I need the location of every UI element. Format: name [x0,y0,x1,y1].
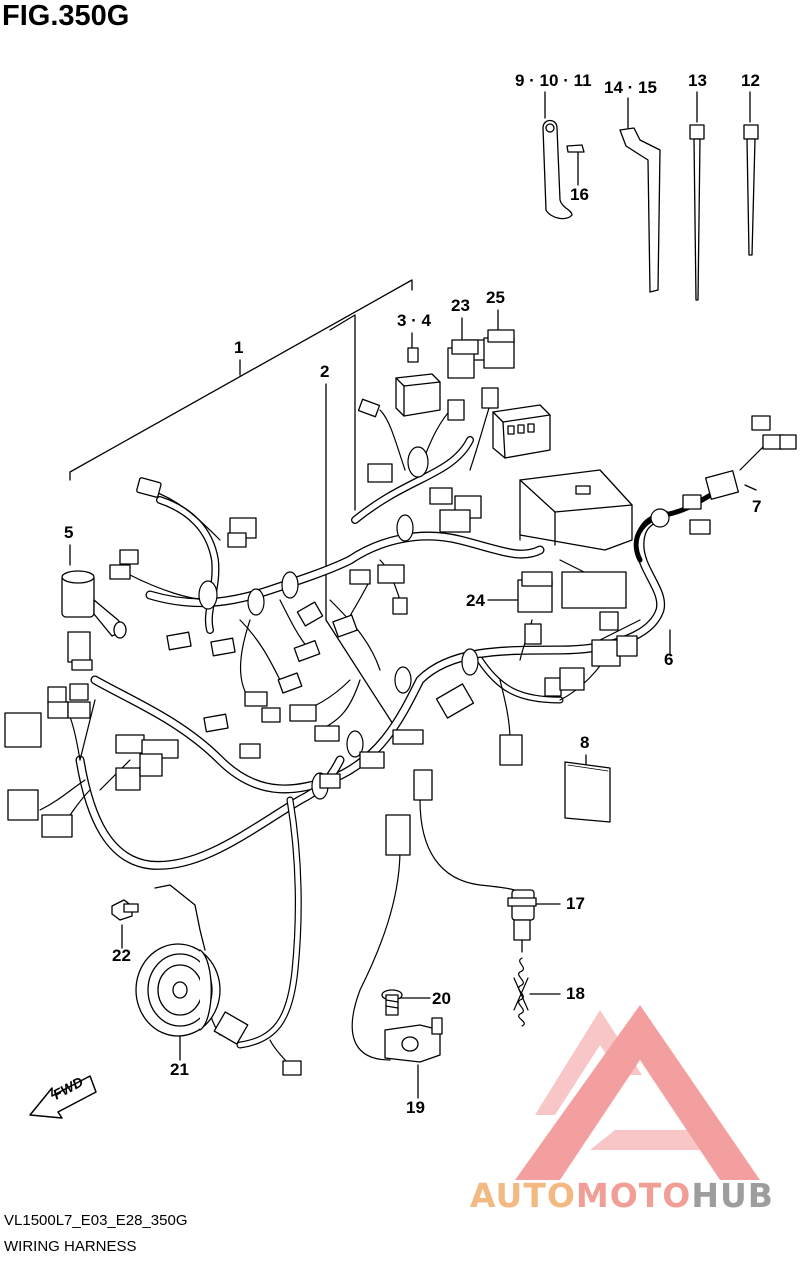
junction-block [492,404,551,459]
callout-7: 7 [752,497,762,516]
figure-title: FIG.350G [2,0,130,32]
callout-24: 24 [466,591,485,610]
callout-22: 22 [112,946,131,965]
fwd-arrow-icon [29,1075,97,1119]
callout-20: 20 [432,989,451,1008]
ecu-connector [519,469,633,551]
callout-18: 18 [566,984,585,1003]
horn-part-21 [135,884,221,1037]
switch-part-17 [507,889,537,953]
watermark-part-moto: MOTO [575,1176,692,1215]
callout-9-10-11: 9 · 10 · 11 [515,71,592,90]
watermark-part-auto: AUTO [470,1176,576,1215]
callout-21: 21 [170,1060,189,1079]
sheet-part-8 [564,761,611,823]
harness-tape-bands [198,446,670,800]
model-code: VL1500L7_E03_E28_350G [4,1212,188,1229]
callout-19: 19 [406,1098,425,1117]
relays [447,329,553,613]
sensor-part-19 [384,1017,443,1063]
callout-13: 13 [688,71,707,90]
callout-5: 5 [64,523,74,542]
main-harness-trunk [75,436,723,1049]
clamp-part-9-11 [542,119,585,220]
callout-8: 8 [580,733,590,752]
cable-ties [619,124,759,301]
callout-6: 6 [664,650,674,669]
watermark-logo-icon [515,1005,760,1180]
fuse-box [395,347,441,417]
watermark-part-hub: HUB [691,1176,774,1215]
spring-part-18 [513,957,529,1027]
callout-2: 2 [320,362,330,381]
bolt-part-20 [381,989,403,1016]
watermark-wordmark: AUTOMOTOHUB [470,1176,774,1215]
section-name: WIRING HARNESS [4,1238,137,1255]
callout-14-15: 14 · 15 [604,78,657,97]
callout-25: 25 [486,288,505,307]
callout-17: 17 [566,894,585,913]
harness-connectors [4,339,797,1076]
bolt-part-22 [111,899,139,921]
callout-3-4: 3 · 4 [397,311,432,330]
boot-part-5 [61,570,127,639]
callout-16: 16 [570,185,589,204]
callout-1: 1 [234,338,244,357]
leader-lines [69,91,757,1099]
callout-12: 12 [741,71,760,90]
callout-23: 23 [451,296,470,315]
